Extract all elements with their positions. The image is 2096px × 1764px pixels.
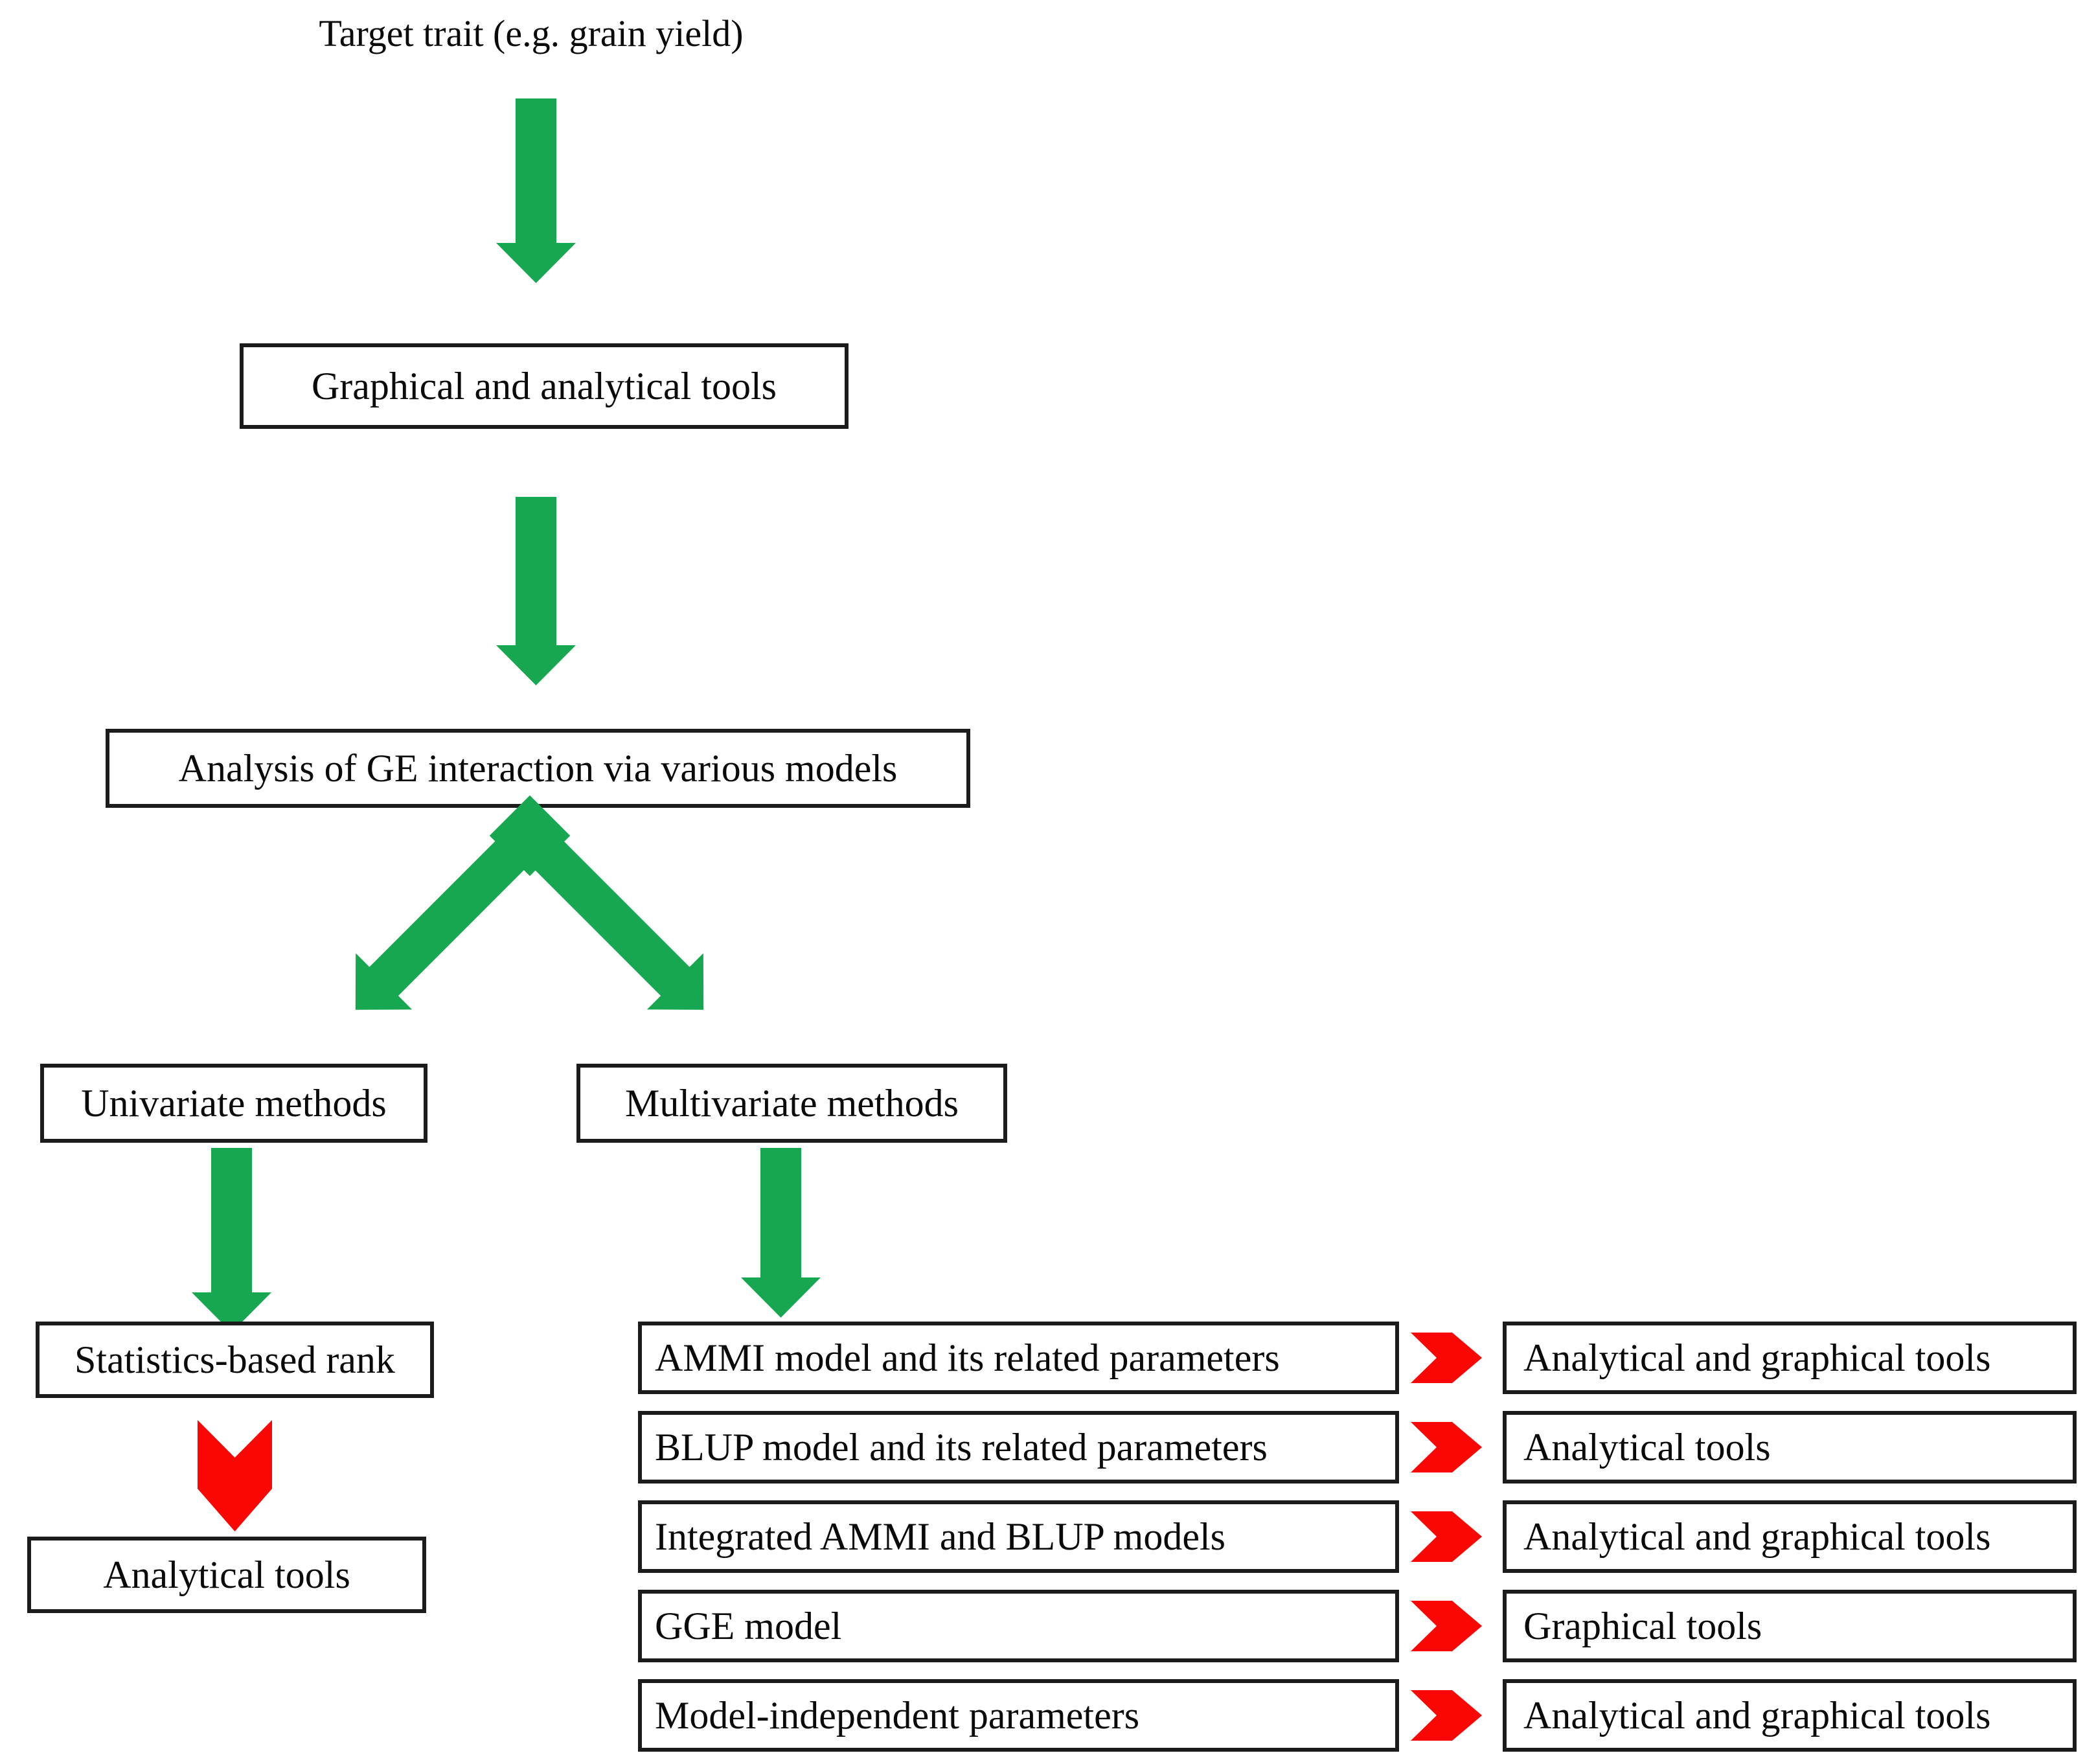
model-box-blup: BLUP model and its related parameters: [638, 1411, 1399, 1483]
model-label: BLUP model and its related parameters: [655, 1425, 1268, 1469]
multivariate-methods-box: Multivariate methods: [576, 1064, 1007, 1143]
split-arrow-left-icon: [355, 821, 544, 1010]
graphical-analytical-tools-label: Graphical and analytical tools: [311, 364, 777, 407]
down-arrow-icon: [741, 1148, 821, 1318]
model-box-ammi: AMMI model and its related parameters: [638, 1322, 1399, 1394]
tools-box-ammi: Analytical and graphical tools: [1503, 1322, 2077, 1394]
statistics-based-rank-box: Statistics-based rank: [36, 1322, 434, 1398]
split-arrow-right-icon: [515, 821, 704, 1010]
tools-label: Analytical and graphical tools: [1523, 1693, 1991, 1737]
red-chevron-right-icon: [1411, 1690, 1482, 1741]
red-chevron-right-icon: [1411, 1333, 1482, 1383]
red-chevron-down-icon: [198, 1420, 272, 1531]
tools-label: Analytical and graphical tools: [1523, 1515, 1991, 1558]
tools-label: Analytical tools: [1523, 1425, 1771, 1469]
model-box-gge: GGE model: [638, 1590, 1399, 1662]
target-trait-label: Target trait (e.g. grain yield): [319, 12, 744, 54]
model-label: AMMI model and its related parameters: [655, 1336, 1280, 1379]
model-label: GGE model: [655, 1604, 842, 1647]
model-label: Integrated AMMI and BLUP models: [655, 1515, 1225, 1558]
model-box-integrated: Integrated AMMI and BLUP models: [638, 1500, 1399, 1573]
tools-box-gge: Graphical tools: [1503, 1590, 2077, 1662]
down-arrow-icon: [496, 98, 576, 283]
graphical-analytical-tools-box: Graphical and analytical tools: [240, 343, 849, 429]
down-arrow-icon: [192, 1148, 271, 1333]
tools-box-blup: Analytical tools: [1503, 1411, 2077, 1483]
left-analytical-tools-box: Analytical tools: [27, 1537, 426, 1613]
tools-label: Graphical tools: [1523, 1604, 1762, 1647]
tools-box-integrated: Analytical and graphical tools: [1503, 1500, 2077, 1573]
left-analytical-tools-label: Analytical tools: [103, 1553, 350, 1596]
model-box-independent: Model-independent parameters: [638, 1679, 1399, 1752]
univariate-methods-label: Univariate methods: [81, 1081, 387, 1125]
ge-interaction-analysis-label: Analysis of GE interaction via various m…: [178, 746, 898, 790]
down-arrow-icon: [496, 497, 576, 685]
model-label: Model-independent parameters: [655, 1693, 1140, 1737]
red-chevron-right-icon: [1411, 1422, 1482, 1472]
red-chevron-right-icon: [1411, 1601, 1482, 1651]
tools-box-independent: Analytical and graphical tools: [1503, 1679, 2077, 1752]
ge-interaction-analysis-box: Analysis of GE interaction via various m…: [106, 729, 970, 808]
red-chevron-right-icon: [1411, 1511, 1482, 1562]
univariate-methods-box: Univariate methods: [40, 1064, 427, 1143]
multivariate-methods-label: Multivariate methods: [625, 1081, 959, 1125]
statistics-based-rank-label: Statistics-based rank: [74, 1338, 395, 1381]
tools-label: Analytical and graphical tools: [1523, 1336, 1991, 1379]
